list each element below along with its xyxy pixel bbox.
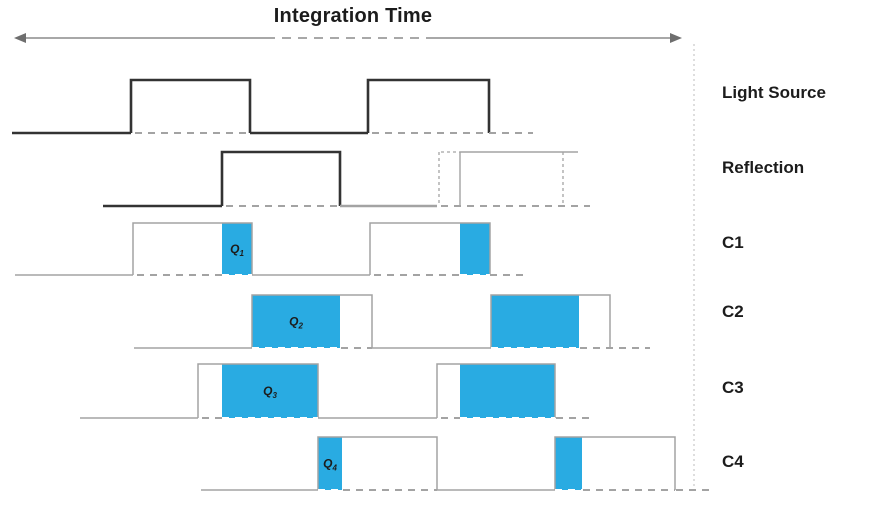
q4-label: Q4 [323,457,337,473]
c4-pulse-2 [554,436,676,490]
light-source-pulse-1 [129,78,252,133]
charge-region-c3 [460,364,555,418]
row-label-light-source: Light Source [722,83,826,102]
c2-pulse-1 [251,294,373,348]
signal-row-c4: Q4 [201,436,710,491]
arrowhead-right-icon [670,33,682,43]
q2-label: Q2 [289,315,303,331]
q3-label: Q3 [263,384,277,400]
charge-region-c4 [555,437,582,490]
q1-label: Q1 [230,242,244,258]
signal-row-c3: Q3 [80,363,592,419]
c1-pulse-2 [369,222,491,275]
charge-region-c1 [460,223,490,275]
signal-row-c1: Q1 [15,222,527,276]
arrowhead-left-icon [14,33,26,43]
row-label-c1: C1 [722,233,744,252]
row-label-reflection: Reflection [722,158,805,177]
light-source-pulse-2 [366,78,491,133]
row-label-c2: C2 [722,302,744,321]
charge-region-c2 [491,295,579,348]
c4-pulse-1 [317,436,438,490]
integration-time-title: Integration Time [273,5,433,27]
c2-pulse-2 [490,294,611,348]
c3-pulse-2 [436,363,556,418]
charge-region-c2-q2 [252,295,340,348]
row-label-c4: C4 [722,452,744,471]
integration-time-arrow [14,33,682,43]
reflection-pulse-1 [220,150,342,206]
signal-row-reflection [103,150,590,208]
row-label-c3: C3 [722,378,744,397]
signal-row-c2: Q2 [134,294,650,349]
charge-region-c1-q1 [222,223,252,275]
signal-row-light-source [12,78,533,135]
c3-pulse-1 [197,363,319,418]
charge-region-c3-q3 [222,364,318,418]
c1-pulse-1 [132,222,253,275]
charge-region-c4-q4 [318,437,342,490]
